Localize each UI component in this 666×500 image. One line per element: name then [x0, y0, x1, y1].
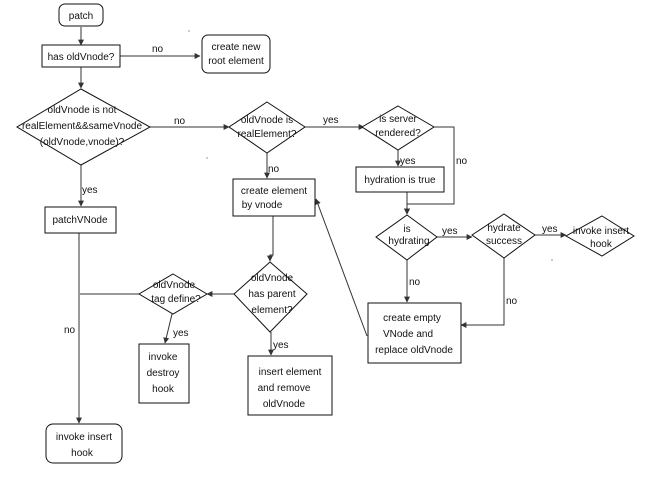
node-label: hook [71, 448, 94, 459]
node-has-oldvnode: has oldVnode? [41, 44, 121, 68]
node-label: element? [251, 305, 293, 316]
node-label: success [486, 236, 522, 247]
node-label: is [403, 224, 410, 235]
node-create-element-by-vnode: create element by vnode [232, 178, 316, 217]
node-label: destroy [147, 368, 180, 379]
edge-hydrate-success-no-to-create-empty [460, 258, 505, 328]
node-label: insert element [259, 367, 322, 378]
edge-label-yes: yes [273, 340, 289, 351]
node-label: by vnode [242, 200, 283, 211]
node-label: create new [212, 42, 262, 53]
edge-label-no: no [152, 44, 164, 55]
node-label: oldVnode is [241, 115, 293, 126]
node-label: rendered? [375, 128, 421, 139]
edge-create-element-to-has-parent [267, 216, 274, 262]
node-server-rendered-decision: is server rendered? [361, 105, 435, 151]
node-oldvnode-tag-define-decision: oldVnode tag define? [138, 273, 208, 315]
node-label: realElement? [238, 129, 297, 140]
node-label: hydration is true [364, 175, 436, 186]
stray-dot [206, 157, 208, 159]
node-hydrate-success-decision: hydrate success [471, 213, 536, 259]
node-label: oldVnode is not [48, 105, 117, 116]
node-label: replace oldVnode [375, 345, 453, 356]
node-is-hydrating-decision: is hydrating [375, 214, 438, 261]
edge-labels: no no yes yes no yes no yes yes no no ye… [64, 44, 558, 351]
node-label: hook [590, 239, 613, 250]
edge-label-yes: yes [82, 185, 98, 196]
edge-label-yes: yes [400, 156, 416, 167]
node-label: realElement&&sameVnode [22, 121, 143, 132]
node-label: root element [208, 56, 264, 67]
node-hydration-is-true: hydration is true [355, 166, 445, 193]
edge-label-no: no [456, 156, 468, 167]
node-label: (oldVnode,vnode)? [40, 137, 125, 148]
node-label: hydrate [487, 223, 521, 234]
node-label: tag define? [151, 294, 201, 305]
edge-tag-define-yes-to-destroy-hook [163, 313, 173, 344]
stray-dot [551, 259, 553, 261]
node-label: patch [69, 11, 93, 22]
node-label: create element [241, 186, 307, 197]
node-oldvnode-has-parent-decision: oldVnode has parent element? [233, 261, 308, 333]
edge-create-empty-to-create-element [315, 198, 368, 337]
node-label: oldVnode [153, 280, 196, 291]
node-invoke-destroy-hook: invoke destroy hook [138, 343, 190, 404]
edge-label-yes: yes [442, 226, 458, 237]
node-label: hook [152, 384, 175, 395]
edges [76, 27, 567, 424]
node-label: invoke insert [56, 432, 112, 443]
edge-label-no: no [64, 325, 76, 336]
node-oldvnode-is-real-decision: oldVnode is realElement? [228, 101, 306, 154]
node-invoke-insert-hook-right: invoke insert hook [564, 215, 635, 257]
node-label: oldVnode [263, 399, 306, 410]
node-oldvnode-not-real-decision: oldVnode is not realElement&&sameVnode (… [16, 88, 152, 166]
node-label: oldVnode [251, 273, 294, 284]
node-label: patchVNode [52, 215, 107, 226]
node-label: create empty [383, 313, 441, 324]
node-label: and remove [258, 383, 311, 394]
edge-label-yes: yes [323, 115, 339, 126]
node-invoke-insert-hook-bottom: invoke insert hook [45, 423, 123, 464]
node-label: hydrating [388, 236, 429, 247]
node-create-new-root-element: create new root element [201, 34, 271, 74]
node-insert-element-remove-oldvnode: insert element and remove oldVnode [247, 355, 333, 416]
node-label: invoke [149, 352, 178, 363]
node-label: is server [379, 114, 417, 125]
stray-dot [188, 30, 190, 32]
edge-label-no: no [268, 164, 280, 175]
node-patch: patch [58, 3, 104, 27]
edge-label-yes: yes [542, 224, 558, 235]
node-label: has parent [248, 289, 295, 300]
edge-label-no: no [409, 277, 421, 288]
node-label: VNode and [383, 329, 433, 340]
node-patchvnode: patchVNode [44, 206, 117, 234]
node-label: has oldVnode? [48, 52, 115, 63]
edge-label-yes: yes [173, 328, 189, 339]
node-label: invoke insert [573, 226, 629, 237]
edge-label-no: no [506, 296, 518, 307]
node-create-empty-vnode: create empty VNode and replace oldVnode [367, 302, 462, 364]
edge-label-no: no [174, 116, 186, 127]
